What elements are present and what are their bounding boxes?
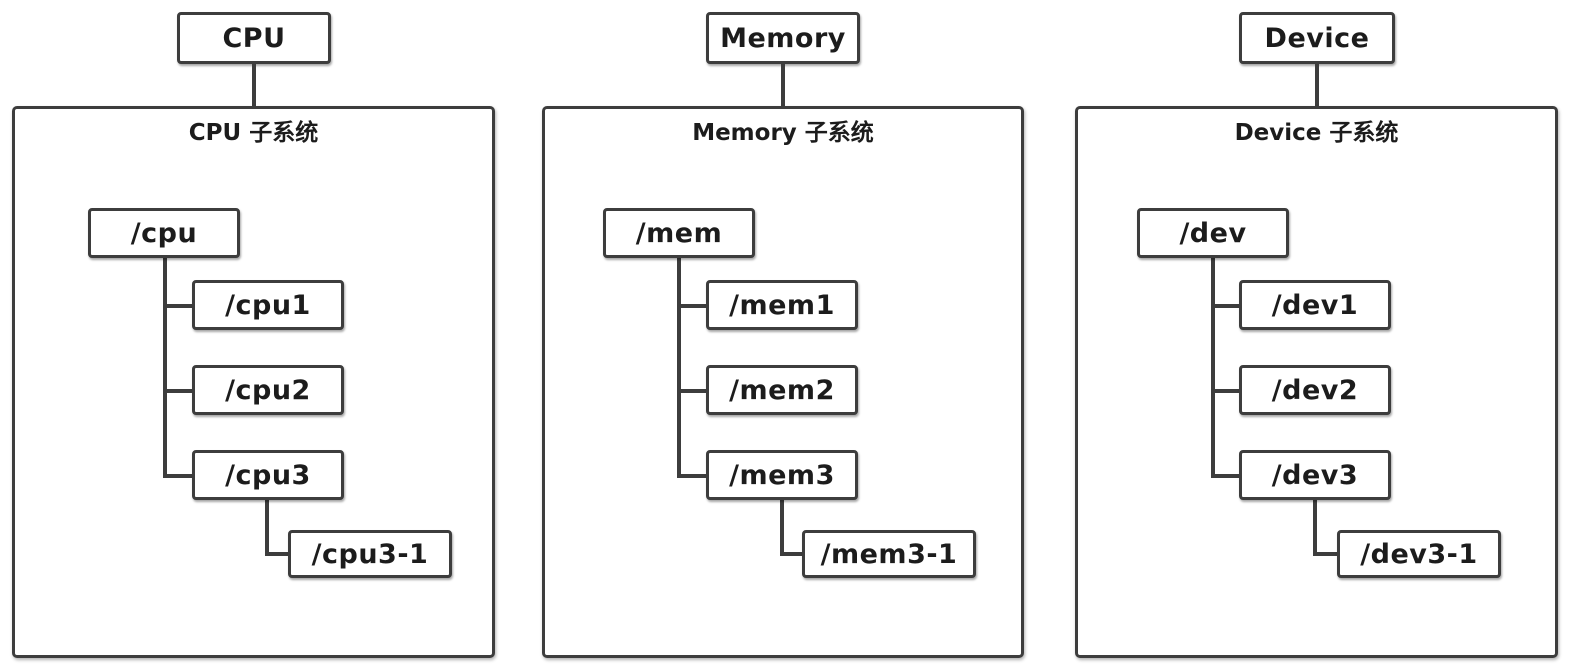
- device-child-node-1: /dev1: [1239, 280, 1391, 330]
- memory-branch-2: [677, 389, 708, 393]
- cpu-subsystem-title: CPU 子系统: [188, 120, 319, 146]
- memory-child-node-3: /mem3: [706, 450, 858, 500]
- memory-header-connector: [781, 64, 785, 108]
- cpu-branch-2: [163, 389, 194, 393]
- cpu-child-node-2: /cpu2: [192, 365, 344, 415]
- cpu-child-node-3: /cpu3: [192, 450, 344, 500]
- device-child-node-2: /dev2: [1239, 365, 1391, 415]
- device-header-connector: [1315, 64, 1319, 108]
- device-child-node-3: /dev3: [1239, 450, 1391, 500]
- cpu-header-connector: [252, 64, 256, 108]
- cpu-branch-3: [163, 474, 194, 478]
- memory-child-node-2: /mem2: [706, 365, 858, 415]
- cpu-sub-branch: [265, 552, 290, 556]
- memory-subsystem-title: Memory 子系统: [692, 120, 874, 146]
- cpu-branch-1: [163, 304, 194, 308]
- memory-child-node-1: /mem1: [706, 280, 858, 330]
- memory-root-node: /mem: [603, 208, 755, 258]
- device-subsystem-title: Device 子系统: [1234, 120, 1399, 146]
- memory-branch-3: [677, 474, 708, 478]
- device-grandchild-node: /dev3-1: [1337, 530, 1501, 578]
- memory-branch-1: [677, 304, 708, 308]
- device-root-node: /dev: [1137, 208, 1289, 258]
- cpu-root-node: /cpu: [88, 208, 240, 258]
- device-header-box: Device: [1239, 12, 1395, 64]
- device-sub-branch: [1313, 552, 1339, 556]
- cpu-sub-trunk: [265, 498, 269, 556]
- memory-header-box: Memory: [706, 12, 860, 64]
- cpu-child-node-1: /cpu1: [192, 280, 344, 330]
- device-tree-trunk: [1211, 256, 1215, 478]
- device-branch-3: [1211, 474, 1242, 478]
- cpu-grandchild-node: /cpu3-1: [288, 530, 452, 578]
- cpu-header-box: CPU: [177, 12, 331, 64]
- memory-sub-branch: [780, 552, 804, 556]
- memory-tree-trunk: [677, 256, 681, 478]
- memory-sub-trunk: [780, 498, 784, 556]
- device-sub-trunk: [1313, 498, 1317, 556]
- device-branch-1: [1211, 304, 1242, 308]
- memory-grandchild-node: /mem3-1: [802, 530, 976, 578]
- device-branch-2: [1211, 389, 1242, 393]
- cpu-tree-trunk: [163, 256, 167, 478]
